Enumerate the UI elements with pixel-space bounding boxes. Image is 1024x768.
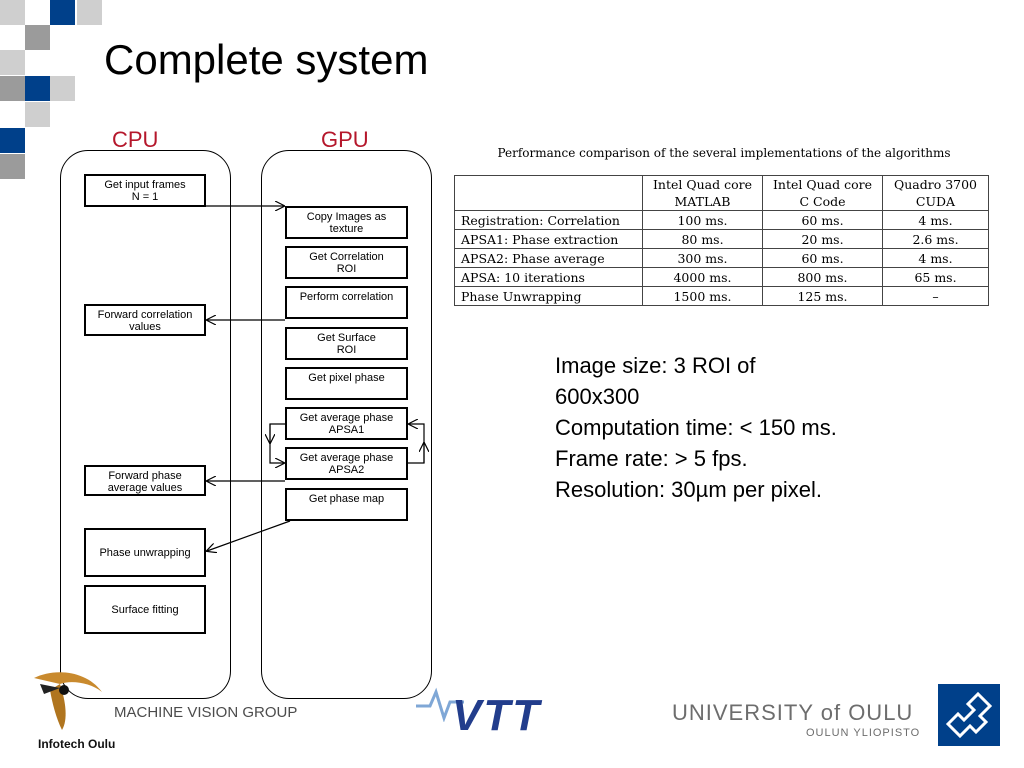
table-cell: Registration: Correlation — [454, 210, 643, 230]
table-cell: APSA: 10 iterations — [454, 267, 643, 287]
university-name: UNIVERSITY of OULU — [672, 700, 914, 725]
infotech-logo-icon — [34, 672, 102, 730]
university-emblem-icon — [938, 684, 1000, 746]
table-caption: Performance comparison of the several im… — [497, 146, 951, 160]
arrow-apsa2-to-apsa1 — [408, 424, 425, 464]
decor-square — [25, 25, 50, 50]
vtt-logo: VTT — [452, 691, 542, 740]
decor-square — [0, 0, 25, 25]
table-header-cell: Intel Quad core MATLAB — [642, 175, 763, 211]
table-cell: 1500 ms. — [642, 286, 763, 306]
infotech-logo-text: Infotech Oulu — [38, 737, 116, 751]
gpu-step-get-surface-roi: Get Surface ROI — [285, 327, 408, 360]
machine-vision-group: MACHINE VISION GROUP — [114, 704, 298, 721]
performance-table: Intel Quad core MATLAB Intel Quad core C… — [454, 175, 989, 306]
table-cell: 60 ms. — [762, 210, 883, 230]
table-cell: 65 ms. — [882, 267, 989, 287]
stat-line: Frame rate: > 5 fps. — [555, 446, 748, 471]
system-stats: Image size: 3 ROI of 600x300 Computation… — [555, 350, 955, 505]
decor-square — [50, 76, 75, 101]
stat-line: Resolution: 30µm per pixel. — [555, 477, 823, 502]
arrow-phase-map-to-unwrapping — [207, 520, 291, 551]
gpu-step-copy-images: Copy Images as texture — [285, 206, 408, 239]
table-cell: – — [882, 286, 989, 306]
gpu-step-get-phase-map: Get phase map — [285, 488, 408, 521]
cpu-step-surface-fitting: Surface fitting — [84, 585, 206, 634]
decor-square — [0, 154, 25, 179]
slide-title: Complete system — [104, 36, 429, 83]
table-cell: APSA2: Phase average — [454, 248, 643, 268]
stat-line: Computation time: < 150 ms. — [555, 415, 837, 440]
gpu-step-get-correlation-roi: Get Correlation ROI — [285, 246, 408, 279]
table-header-cell: Intel Quad core C Code — [762, 175, 883, 211]
cpu-step-get-input-frames: Get input frames N = 1 — [84, 174, 206, 207]
cpu-step-forward-correlation: Forward correlation values — [84, 304, 206, 336]
table-cell: 60 ms. — [762, 248, 883, 268]
cpu-step-forward-phase-average: Forward phase average values — [84, 465, 206, 496]
table-cell: 100 ms. — [642, 210, 763, 230]
table-row: APSA1: Phase extraction 80 ms. 20 ms. 2.… — [454, 229, 989, 249]
table-cell: APSA1: Phase extraction — [454, 229, 643, 249]
decor-square — [0, 76, 25, 101]
decor-square — [77, 0, 102, 25]
cpu-label: CPU — [112, 127, 159, 152]
stat-line: Image size: 3 ROI of — [555, 353, 756, 378]
decor-square — [25, 102, 50, 127]
table-row: APSA2: Phase average 300 ms. 60 ms. 4 ms… — [454, 248, 989, 268]
vtt-pulse-icon — [416, 687, 464, 722]
gpu-label: GPU — [321, 127, 369, 152]
decor-square — [0, 50, 25, 75]
gpu-step-apsa2: Get average phase APSA2 — [285, 447, 408, 480]
gpu-step-get-pixel-phase: Get pixel phase — [285, 367, 408, 400]
stat-line: 600x300 — [555, 384, 640, 409]
arrow-apsa1-to-apsa2 — [269, 423, 285, 463]
decor-square — [50, 0, 75, 25]
gpu-step-perform-correlation: Perform correlation — [285, 286, 408, 319]
table-row: Registration: Correlation 100 ms. 60 ms.… — [454, 210, 989, 230]
decor-square — [25, 76, 50, 101]
table-cell: 800 ms. — [762, 267, 883, 287]
table-header-cell: Quadro 3700 CUDA — [882, 175, 989, 211]
table-cell: Phase Unwrapping — [454, 286, 643, 306]
table-cell: 2.6 ms. — [882, 229, 989, 249]
cpu-step-phase-unwrapping: Phase unwrapping — [84, 528, 206, 577]
table-cell: 20 ms. — [762, 229, 883, 249]
table-cell: 300 ms. — [642, 248, 763, 268]
gpu-step-apsa1: Get average phase APSA1 — [285, 407, 408, 440]
university-subname: OULUN YLIOPISTO — [806, 727, 921, 739]
table-header-cell — [454, 175, 643, 211]
table-cell: 125 ms. — [762, 286, 883, 306]
decor-square — [0, 128, 25, 153]
table-header-row: Intel Quad core MATLAB Intel Quad core C… — [454, 175, 989, 211]
table-row: APSA: 10 iterations 4000 ms. 800 ms. 65 … — [454, 267, 989, 287]
table-cell: 80 ms. — [642, 229, 763, 249]
table-cell: 4000 ms. — [642, 267, 763, 287]
table-cell: 4 ms. — [882, 248, 989, 268]
table-cell: 4 ms. — [882, 210, 989, 230]
table-row: Phase Unwrapping 1500 ms. 125 ms. – — [454, 286, 989, 306]
